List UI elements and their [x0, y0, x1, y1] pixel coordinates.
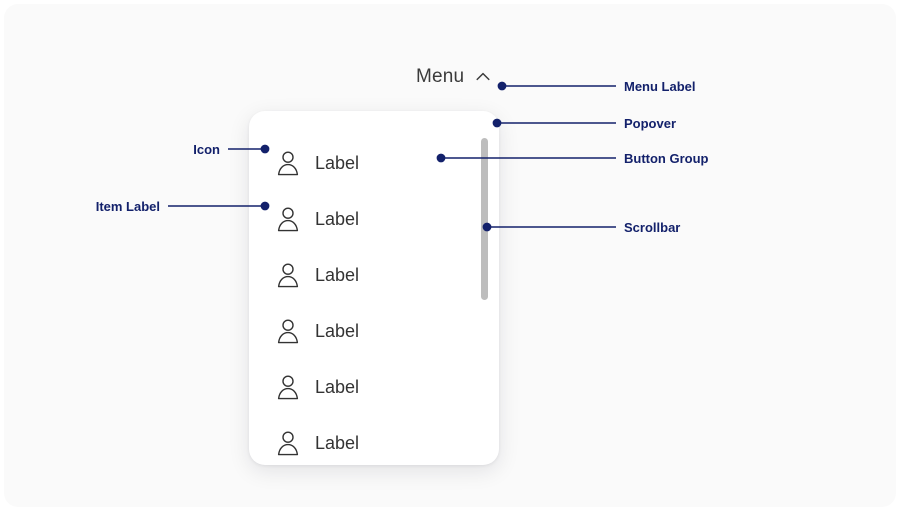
- menu-trigger-button[interactable]: Menu: [416, 63, 492, 91]
- annotation-item-label: Item Label: [95, 199, 160, 214]
- menu-item-list: Label Label Label: [249, 111, 499, 471]
- menu-item[interactable]: Label: [249, 191, 499, 247]
- annotation-scrollbar: Scrollbar: [624, 220, 681, 235]
- user-icon: [276, 318, 300, 344]
- menu-item[interactable]: Label: [249, 303, 499, 359]
- popover-panel: Label Label Label: [249, 111, 499, 465]
- annotation-button-group: Button Group: [624, 151, 709, 166]
- menu-item-label: Label: [315, 265, 360, 285]
- user-icon: [276, 206, 300, 232]
- menu-item[interactable]: Label: [249, 247, 499, 303]
- user-icon: [276, 262, 300, 288]
- user-icon: [276, 150, 300, 176]
- menu-trigger-label: Menu: [416, 66, 465, 87]
- chevron-up-icon: [474, 68, 492, 86]
- annotation-icon: Icon: [193, 142, 220, 157]
- menu-item-label: Label: [315, 153, 360, 173]
- menu-item-label: Label: [315, 433, 360, 453]
- annotation-popover: Popover: [624, 116, 677, 131]
- menu-item-label: Label: [315, 377, 360, 397]
- user-icon: [276, 374, 300, 400]
- menu-item[interactable]: Label: [249, 415, 499, 471]
- scrollbar[interactable]: [481, 138, 488, 300]
- menu-item[interactable]: Label: [249, 135, 499, 191]
- menu-item-label: Label: [315, 321, 360, 341]
- annotation-menu-label: Menu Label: [624, 79, 696, 94]
- menu-item-label: Label: [315, 209, 360, 229]
- menu-item[interactable]: Label: [249, 359, 499, 415]
- user-icon: [276, 430, 300, 456]
- scrollbar-thumb[interactable]: [481, 138, 488, 300]
